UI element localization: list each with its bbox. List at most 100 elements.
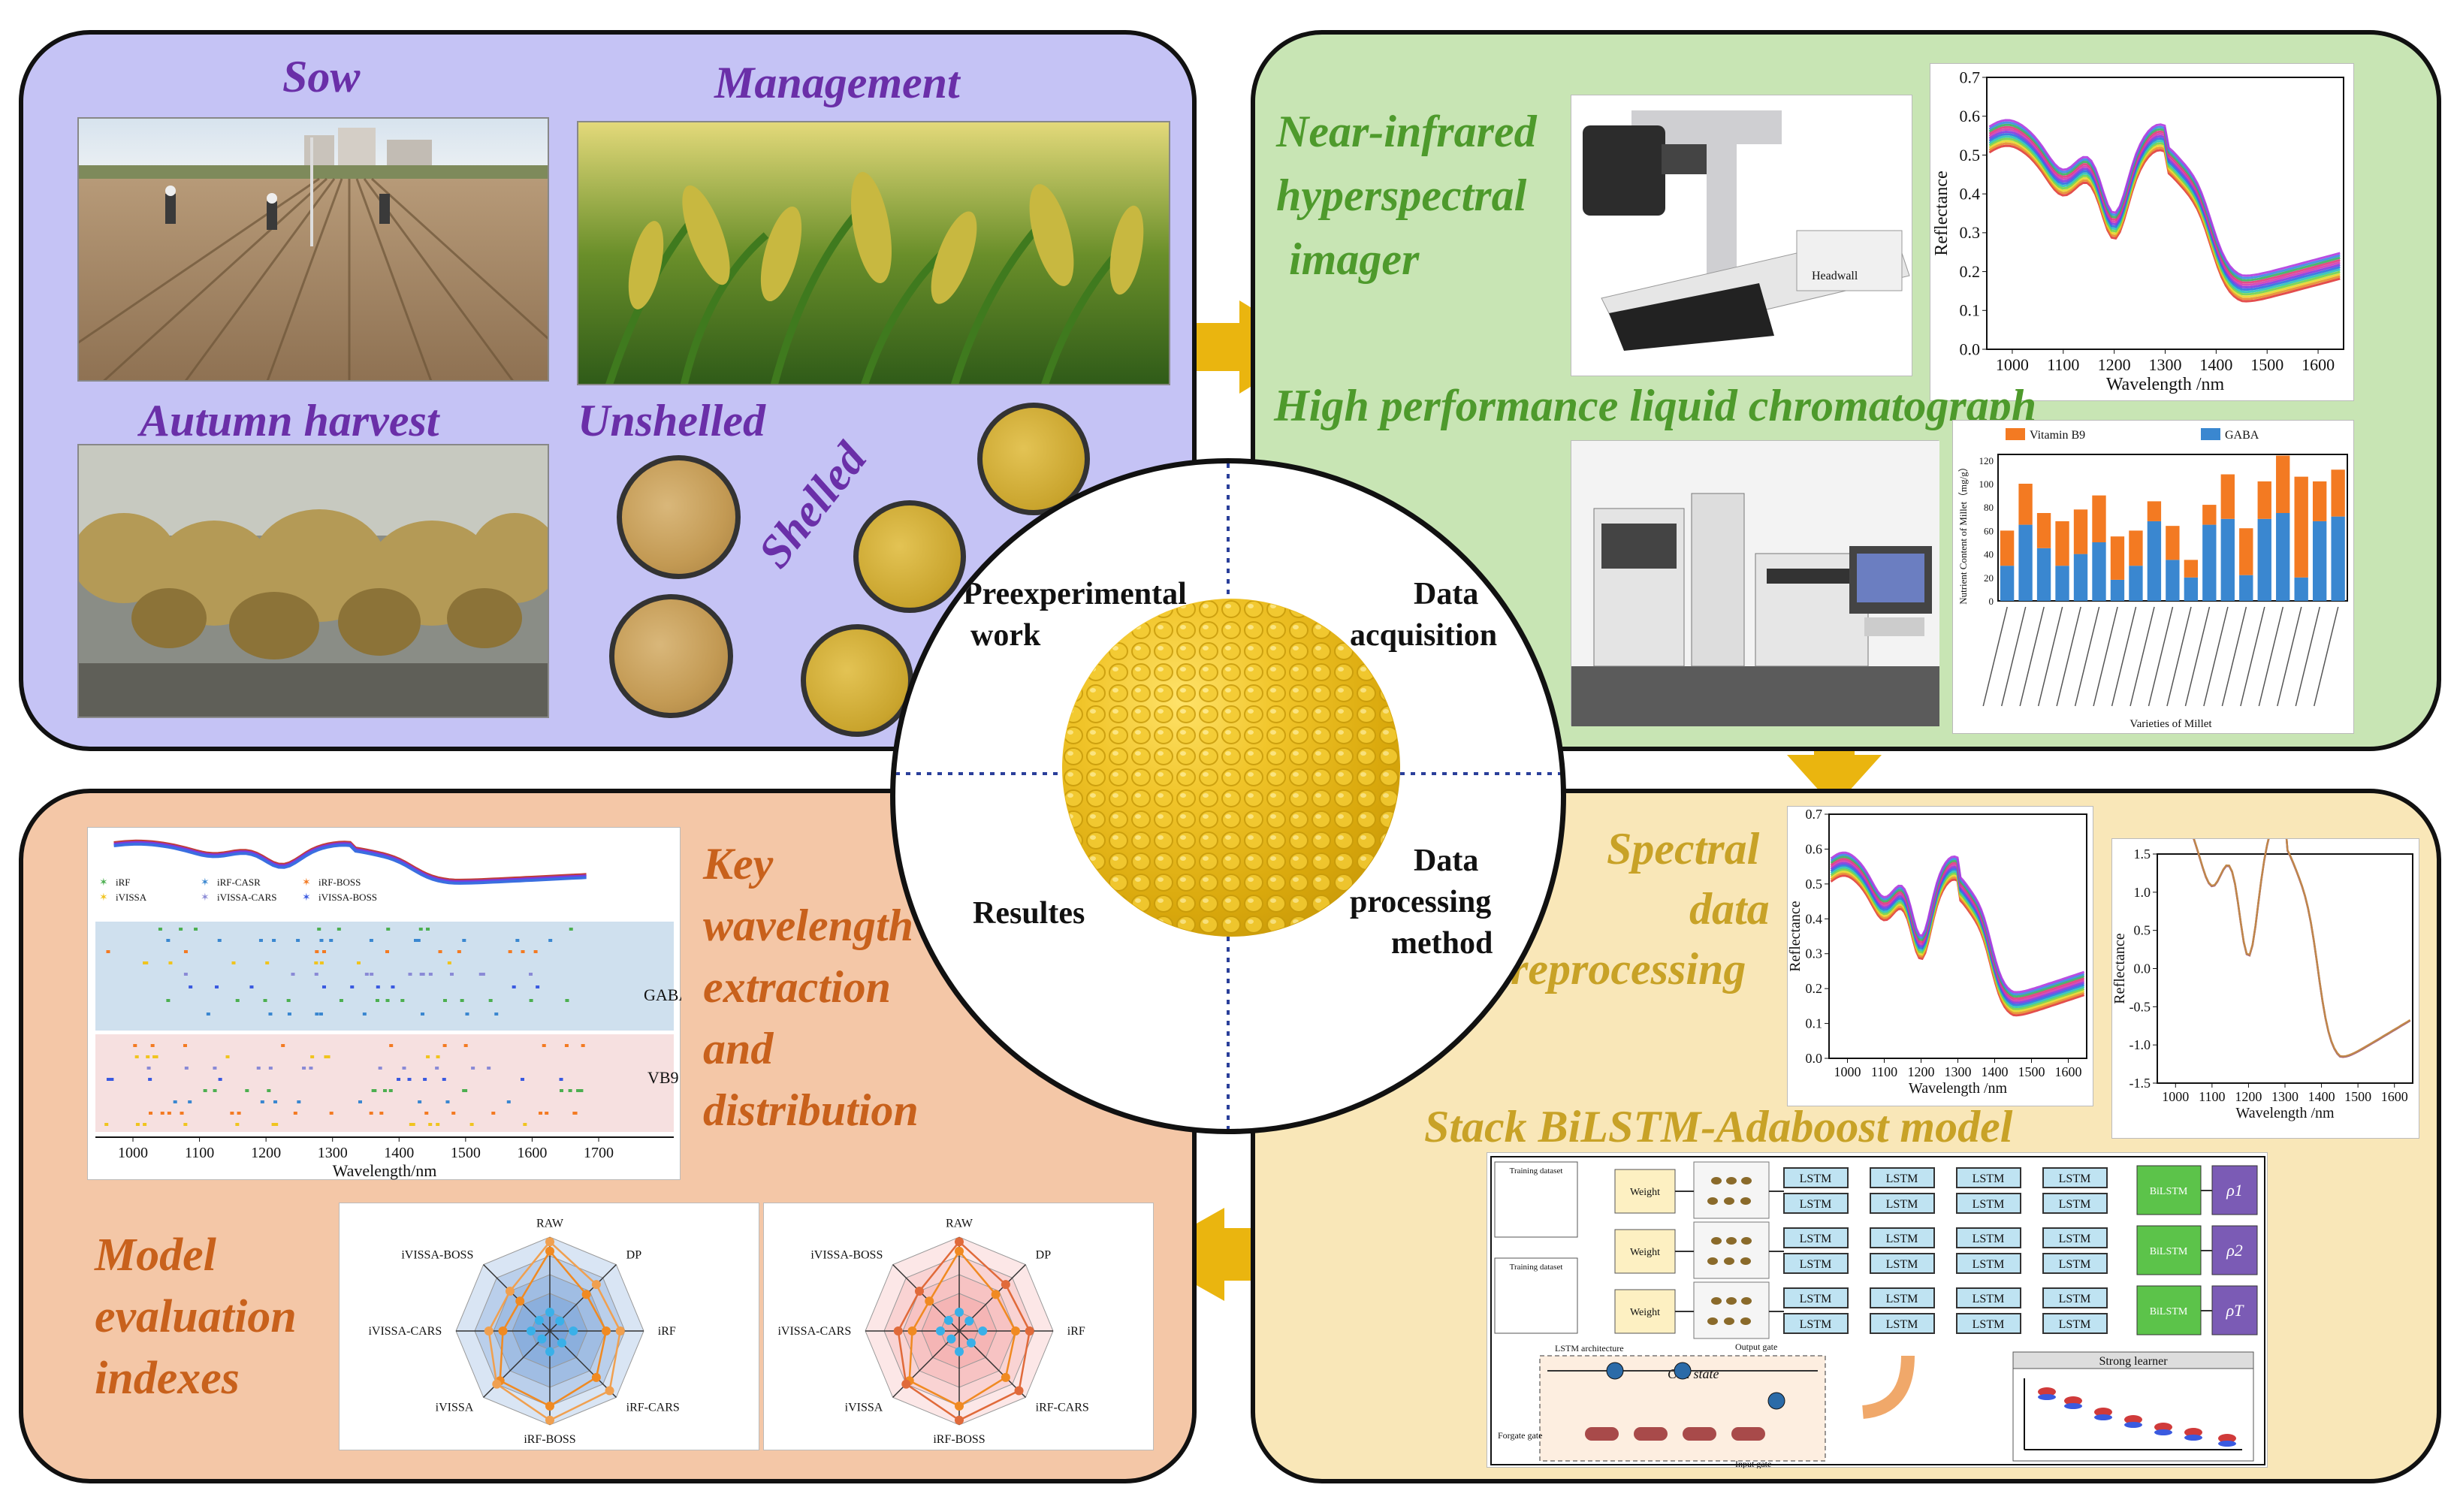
wavelength-marker: [409, 1123, 413, 1126]
wavelength-marker: [167, 1112, 171, 1115]
x-tick-label: 1100: [2199, 1089, 2225, 1104]
wavelength-marker: [317, 928, 321, 931]
wavelength-marker: [397, 1078, 401, 1081]
wavelength-marker: [273, 1100, 278, 1103]
wavelength-marker: [268, 1013, 273, 1016]
x-tick-label: 1400: [2308, 1089, 2335, 1104]
wavelength-marker: [274, 1123, 279, 1126]
x-tick-label: 1500: [2344, 1089, 2371, 1104]
wavelength-marker: [166, 999, 171, 1002]
learner-point-shadow: [2094, 1414, 2112, 1420]
bar-vb9: [2202, 505, 2217, 525]
wavelength-marker: [442, 1044, 447, 1047]
radar-point-inner: [966, 1338, 976, 1348]
x-tick-label: 1200: [2235, 1089, 2262, 1104]
lstm-label: LSTM: [1800, 1318, 1832, 1331]
wavelength-marker: [564, 1044, 569, 1047]
bar-gaba: [2000, 566, 2015, 601]
x-tick-label: 1200: [1908, 1064, 1935, 1079]
x-tick-label: 1000: [118, 1145, 148, 1161]
bar-gaba: [2036, 548, 2051, 601]
x-tick-label: 1600: [2055, 1064, 2082, 1079]
lstm-cell: [1956, 1227, 2021, 1248]
wavelength-marker: [379, 1112, 384, 1115]
bar-gaba: [2220, 518, 2235, 601]
lstm-label: LSTM: [1886, 1293, 1918, 1305]
wavelength-marker: [512, 985, 516, 988]
learner-point-shadow: [2184, 1435, 2202, 1441]
bilstm-label: BiLSTM: [2150, 1246, 2188, 1257]
wavelength-marker: [104, 1123, 109, 1126]
radar-point-inner: [955, 1308, 964, 1317]
wavelength-marker: [267, 1089, 271, 1092]
radar-axis-label: RAW: [946, 1217, 973, 1230]
wavelength-marker: [389, 1044, 394, 1047]
x-category-label: [2130, 606, 2155, 707]
wavelength-marker: [426, 1055, 430, 1058]
lstm-cell: [1870, 1313, 1935, 1334]
weight-label: Weight: [1630, 1247, 1660, 1258]
nir-title-line2: hyperspectral: [1276, 171, 1527, 220]
plot-frame: [1986, 77, 2344, 350]
shelled-seed-plate-3: [801, 624, 913, 737]
gaba-label: GABA: [644, 985, 681, 1004]
wavelength-marker: [423, 1078, 427, 1081]
y-tick-label: 40: [1984, 549, 1994, 560]
y-tick-label: 100: [1979, 478, 1994, 490]
bar-gaba: [2202, 524, 2217, 601]
radar-axis-label: iVISSA-BOSS: [401, 1248, 473, 1261]
wavelength-marker: [357, 961, 361, 964]
bar-gaba: [2184, 577, 2199, 601]
x-category-label: [2056, 606, 2081, 707]
wavelength-marker: [424, 1112, 429, 1115]
y-tick-label: 0.1: [1806, 1016, 1823, 1031]
x-tick-label: 1000: [2162, 1089, 2189, 1104]
wavelength-marker: [260, 1100, 264, 1103]
model-title-line2: evaluation: [95, 1291, 297, 1342]
legend-swatch-gaba: [2201, 428, 2220, 440]
radar-axis-label: iVISSA-BOSS: [810, 1248, 883, 1261]
wavelength-marker: [436, 1055, 440, 1058]
y-tick-label: 0.0: [2134, 961, 2151, 976]
center-circle: Preexperimental work Data acquisition Re…: [890, 458, 1566, 1134]
wavelength-marker: [400, 999, 405, 1002]
wavelength-marker: [319, 939, 324, 942]
wavelength-marker: [302, 1067, 306, 1070]
radar-point-inner: [964, 1316, 974, 1326]
wavelength-marker: [256, 1067, 261, 1070]
x-tick-label: 1300: [2271, 1089, 2299, 1104]
key-title-line2: wavelength: [703, 901, 913, 950]
legend-marker: ✶: [99, 877, 108, 889]
unshelled-title: Unshelled: [578, 396, 766, 445]
learner-point: [2094, 1408, 2112, 1417]
bilstm-box: [2136, 1285, 2202, 1335]
x-category-label: [2037, 606, 2063, 707]
wavelength-marker: [225, 1055, 230, 1058]
y-axis-label: Nutrient Content of Millet（mg/g）: [1957, 462, 1969, 605]
radar-point-inner: [545, 1308, 554, 1317]
wavelength-marker: [539, 1112, 543, 1115]
lstm-cell: [2042, 1313, 2108, 1334]
learner-point: [2124, 1415, 2142, 1424]
radar-point: [545, 1402, 554, 1411]
activation-unit: [1634, 1427, 1668, 1441]
wavelength-marker: [542, 1044, 546, 1047]
radar-point: [955, 1246, 964, 1256]
unshelled-seed-plate-2: [609, 594, 733, 718]
x-category-label: [2314, 606, 2339, 707]
radar-point: [914, 1286, 924, 1296]
bar-gaba: [2257, 518, 2271, 601]
radar-point: [602, 1326, 611, 1335]
sample-dot: [1707, 1197, 1718, 1205]
wavelength-marker: [358, 1100, 362, 1103]
radar-point: [581, 1290, 591, 1299]
wavelength-marker: [265, 961, 270, 964]
spectrum-line: [1988, 119, 2341, 277]
radar-point: [1014, 1386, 1024, 1396]
wavelength-marker: [408, 973, 412, 976]
wavelength-marker: [378, 1067, 382, 1070]
wavelength-marker: [293, 1112, 297, 1115]
